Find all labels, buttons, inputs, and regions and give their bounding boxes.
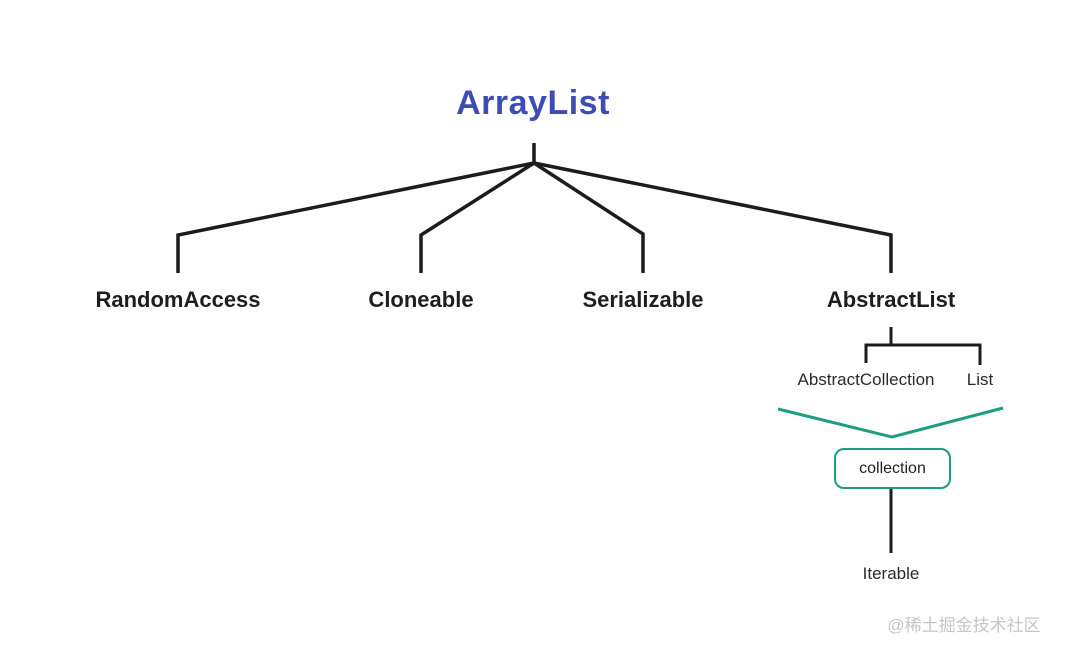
collection-box: collection	[834, 448, 951, 489]
diagram-title: ArrayList	[456, 84, 610, 122]
edge-arraylist-serializable	[533, 161, 645, 273]
edge-arraylist-abstractlist	[533, 161, 893, 273]
edge-arraylist-cloneable	[419, 161, 535, 273]
watermark: @稀土掘金技术社区	[887, 616, 1041, 635]
edge-chevron-to-collection	[777, 406, 1004, 439]
node-randomaccess: RandomAccess	[95, 287, 261, 312]
node-iterable: Iterable	[862, 564, 920, 583]
node-cloneable: Cloneable	[368, 287, 474, 312]
collection-box-label: collection	[859, 459, 926, 477]
node-abstractlist: AbstractList	[826, 287, 956, 312]
node-list: List	[966, 370, 994, 389]
edge-arraylist-randomaccess	[176, 161, 535, 273]
node-serializable: Serializable	[582, 287, 704, 312]
node-abstractcollection: AbstractCollection	[797, 370, 935, 389]
edge-abstractlist-bracket	[864, 343, 982, 365]
